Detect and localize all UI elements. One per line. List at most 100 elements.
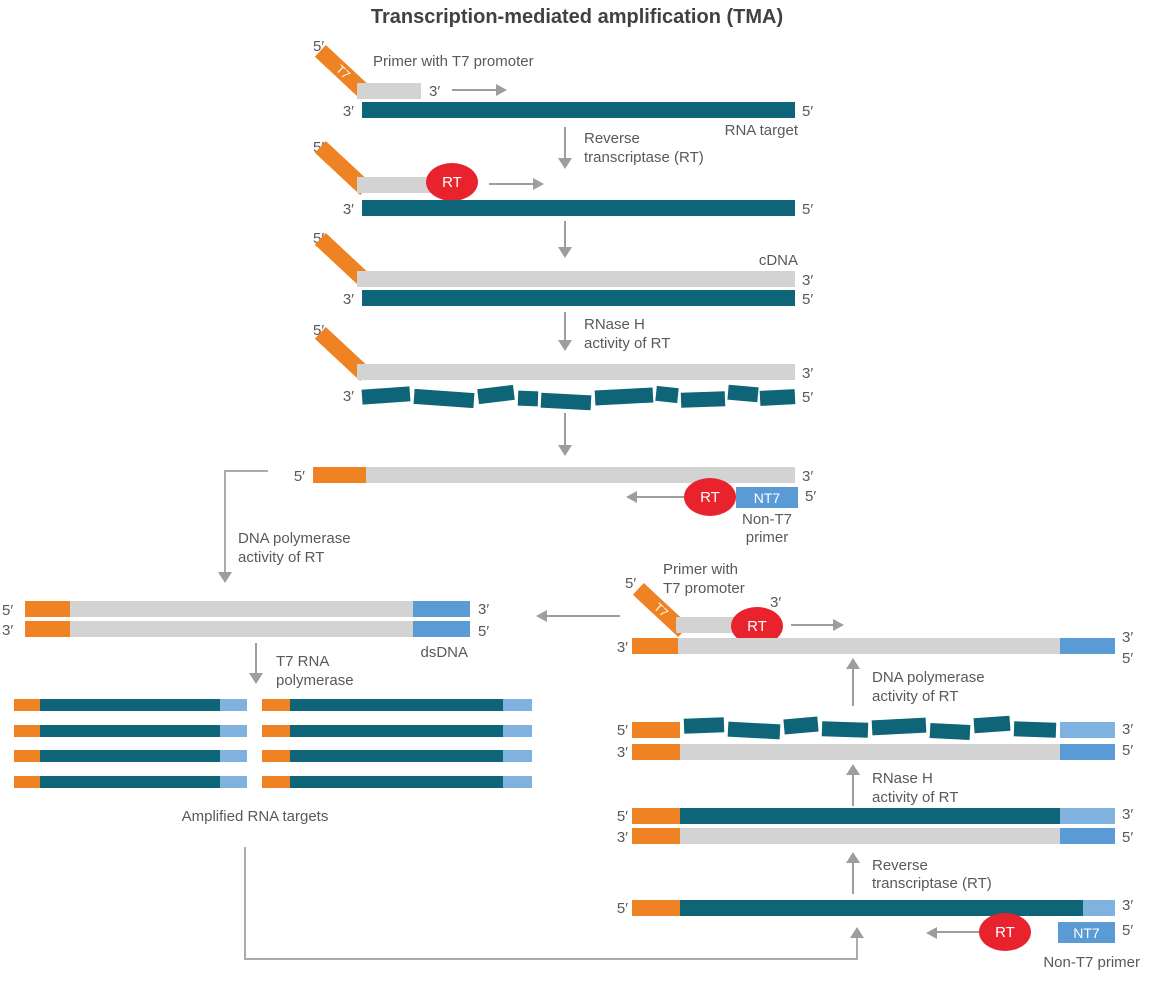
- connector-line: [856, 938, 858, 960]
- prime-label: 5′: [1122, 922, 1134, 939]
- amplicon-blue: [220, 725, 247, 737]
- step-arrow-line: [564, 413, 566, 447]
- prime-label: 3′: [616, 744, 628, 761]
- prime-label: 5′: [1122, 650, 1134, 667]
- step-arrow-head: [558, 445, 572, 456]
- rna-strand: [680, 808, 1060, 824]
- non-t7-primer-label: Non-T7 primer: [1043, 954, 1140, 971]
- rna-fragment: [759, 389, 796, 406]
- t7-primer-text: T7: [333, 62, 353, 82]
- t7-promoter-segment: [632, 828, 680, 844]
- rna-fragment: [594, 387, 654, 406]
- step-arrow-head: [558, 340, 572, 351]
- prime-label: 3′: [616, 829, 628, 846]
- dna-polymerase-label: DNA polymerase: [238, 530, 351, 547]
- prime-label: 5′: [2, 602, 14, 619]
- step-arrow-line: [852, 862, 854, 894]
- amplicon-blue: [503, 750, 532, 762]
- step-arrow-line: [852, 774, 854, 806]
- step-arrow-head: [249, 673, 263, 684]
- rna-fragment: [929, 722, 971, 741]
- rna-fragment: [655, 385, 679, 404]
- rna-blue-segment: [1060, 722, 1115, 738]
- non-t7-primer-label2: primer: [745, 529, 789, 546]
- amplicon-blue: [220, 699, 247, 711]
- amplicon-blue: [503, 699, 532, 711]
- nt7-segment: [413, 621, 470, 637]
- rna-fragment: [871, 717, 927, 736]
- extension-arrow-line: [637, 496, 685, 498]
- rna-fragment: [361, 386, 411, 405]
- amplicon-orange: [14, 699, 40, 711]
- step-arrow-head: [846, 852, 860, 863]
- dna-polymerase-label: DNA polymerase: [872, 669, 985, 686]
- prime-label: 5′: [1122, 829, 1134, 846]
- amplicon-orange: [14, 725, 40, 737]
- primer-with-t7-label: Primer with: [663, 561, 739, 578]
- amplicon-orange: [262, 699, 290, 711]
- rna-fragment: [683, 717, 725, 734]
- rna-fragment: [727, 721, 781, 740]
- t7-promoter-segment: [632, 900, 680, 916]
- t7-promoter-segment: [632, 744, 680, 760]
- rna-fragment: [783, 716, 819, 735]
- rna-target-bar: [362, 102, 795, 118]
- prime-label: 5′: [625, 575, 637, 592]
- extension-arrow-line: [791, 624, 833, 626]
- prime-label: 5′: [478, 623, 490, 640]
- amplicon-rna: [40, 725, 220, 737]
- t7-promoter-segment: [632, 722, 680, 738]
- amplicon-rna: [290, 725, 503, 737]
- t7-promoter-segment: [25, 601, 70, 617]
- step-arrow-head: [846, 658, 860, 669]
- amplicon-rna: [40, 776, 220, 788]
- rnase-h-label2: activity of RT: [584, 335, 671, 352]
- prime-label: 5′: [293, 468, 305, 485]
- prime-label: 3′: [342, 103, 354, 120]
- rna-fragment: [680, 391, 726, 408]
- amplicon-orange: [262, 750, 290, 762]
- t7-promoter-segment: [313, 467, 366, 483]
- cdna-strand-gray: [357, 271, 795, 287]
- step-arrow-head: [558, 158, 572, 169]
- connector-line: [224, 470, 226, 574]
- prime-label: 3′: [429, 83, 441, 100]
- rnase-h-label: RNase H: [872, 770, 933, 787]
- rna-strand: [680, 900, 1083, 916]
- prime-label: 3′: [2, 622, 14, 639]
- amplicon-rna: [290, 750, 503, 762]
- amplicon-rna: [40, 699, 220, 711]
- rna-fragment: [517, 390, 539, 407]
- rt-enzyme-badge: RT: [684, 478, 736, 516]
- rt-enzyme-badge: RT: [426, 163, 478, 201]
- prime-label: 5′: [802, 201, 814, 218]
- prime-label: 3′: [802, 468, 814, 485]
- rt-enzyme-badge: RT: [979, 913, 1031, 951]
- extension-arrow-head: [833, 619, 844, 631]
- diagram-title: Transcription-mediated amplification (TM…: [370, 6, 784, 28]
- connector-line: [244, 958, 858, 960]
- rna-fragment: [540, 392, 592, 411]
- amplicon-rna: [290, 776, 503, 788]
- dsdna-strand-gray: [70, 621, 413, 637]
- rna-fragment: [477, 384, 515, 405]
- amplicon-orange: [14, 776, 40, 788]
- amplicon-rna: [290, 699, 503, 711]
- branch-arrow-head: [536, 610, 547, 622]
- rna-target-label: RNA target: [724, 122, 798, 139]
- amplicon-orange: [262, 776, 290, 788]
- dsdna-label: dsDNA: [420, 644, 468, 661]
- step-arrow-line: [852, 668, 854, 706]
- rna-fragment: [1013, 721, 1057, 738]
- rna-fragment: [821, 721, 869, 738]
- connector-arrow-head: [218, 572, 232, 583]
- prime-label: 5′: [313, 322, 325, 339]
- cdna-strand-gray: [357, 364, 795, 380]
- extension-arrow-line: [489, 183, 533, 185]
- t7-promoter-segment: [25, 621, 70, 637]
- dna-polymerase-label2: activity of RT: [238, 549, 325, 566]
- branch-arrow-line: [547, 615, 620, 617]
- cdna-strand-gray: [366, 467, 795, 483]
- step-arrow-line: [255, 643, 257, 675]
